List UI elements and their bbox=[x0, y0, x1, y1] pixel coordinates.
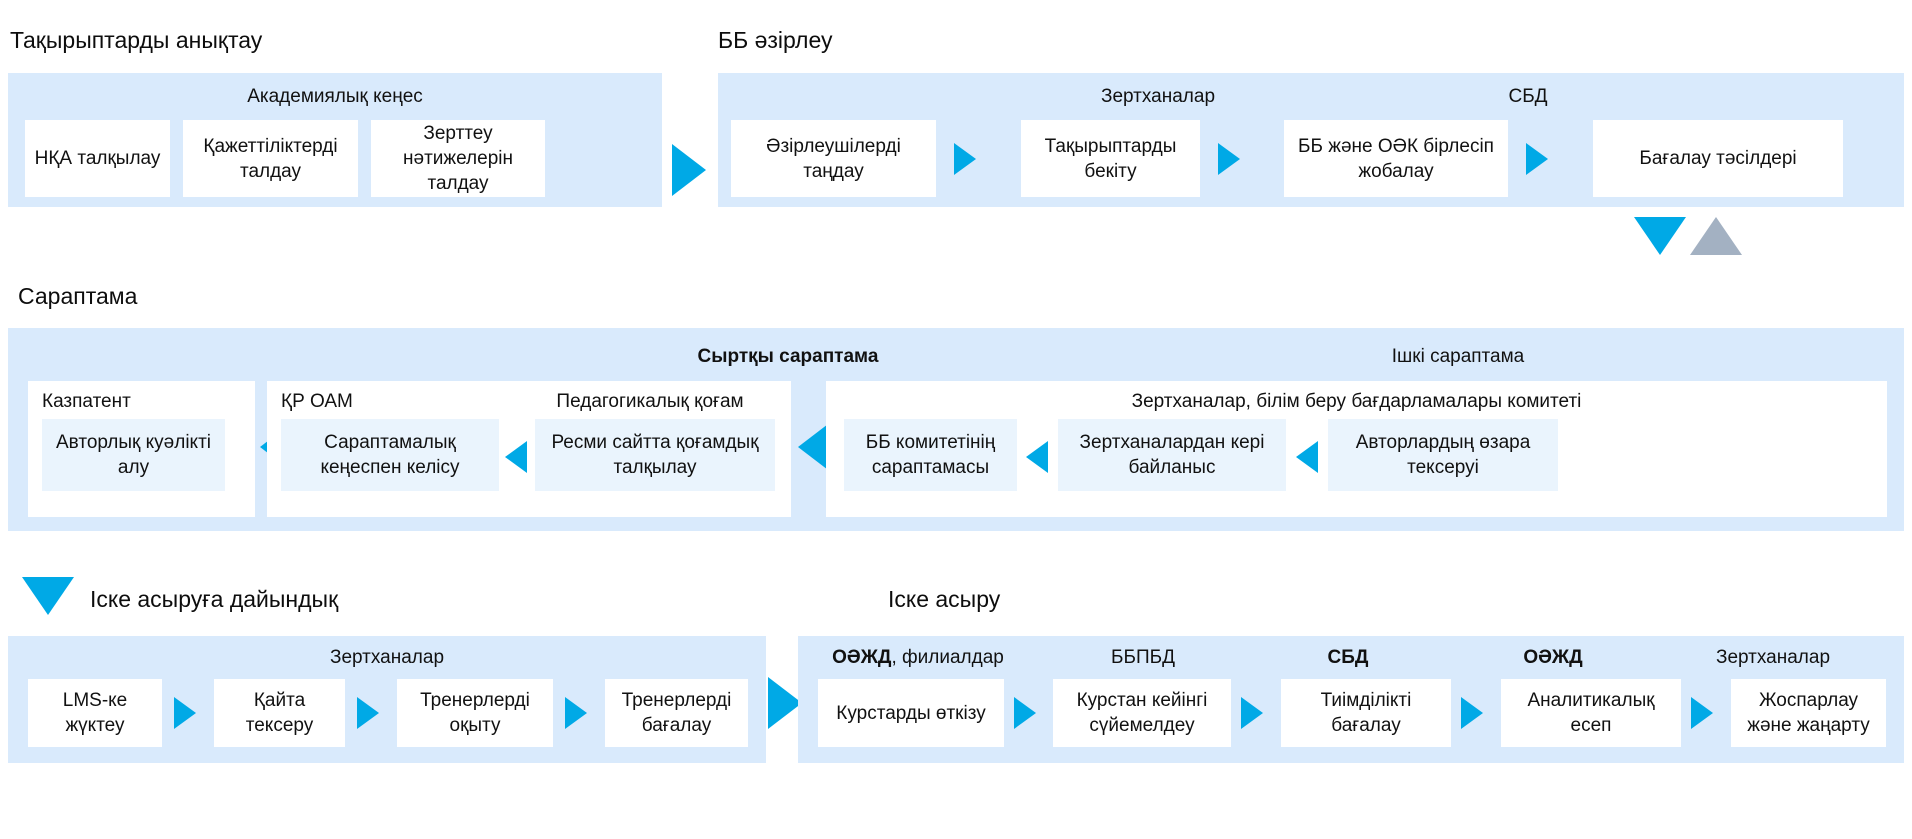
node-implementation-3[interactable]: Аналитикалық есеп bbox=[1501, 679, 1681, 747]
band-implementation: ОӘЖД, филиалдар ББПБД СБД ОӘЖД Зертханал… bbox=[798, 636, 1904, 763]
band-expertise: Сыртқы сараптама Ішкі сараптама Казпатен… bbox=[8, 328, 1904, 531]
role-label-impl-0-rest: , филиалдар bbox=[891, 647, 1004, 668]
arrow-left-icon-internal-0 bbox=[1026, 441, 1048, 473]
node-topics-1[interactable]: Қажеттіліктерді талдау bbox=[183, 120, 358, 197]
arrow-right-icon-implementation-3 bbox=[1691, 697, 1713, 729]
band-develop: Зертханалар СБД Әзірлеушілерді таңдау Та… bbox=[718, 73, 1904, 207]
card-external-expertise-group: ҚР ОАМ Сараптамалық кеңеспен келісу Педа… bbox=[267, 381, 791, 517]
arrow-right-icon-readiness-to-implementation bbox=[768, 677, 802, 729]
role-label-labs-committee: Зертханалар, білім беру бағдарламалары к… bbox=[1131, 391, 1582, 412]
arrow-right-icon-implementation-0 bbox=[1014, 697, 1036, 729]
node-kazpatent-0[interactable]: Авторлық куәлікті алу bbox=[42, 419, 225, 491]
node-develop-2[interactable]: ББ және ОӘК бірлесіп жобалау bbox=[1284, 120, 1508, 197]
section-caption-implementation: Іске асыру bbox=[888, 586, 1001, 612]
section-caption-expertise: Сараптама bbox=[18, 283, 138, 309]
group-label-internal-expertise: Ішкі сараптама bbox=[1391, 346, 1525, 367]
role-label-academic-council: Академиялық кеңес bbox=[247, 86, 423, 107]
arrow-right-icon-readiness-0 bbox=[174, 697, 196, 729]
node-develop-1[interactable]: Тақырыптарды бекіту bbox=[1021, 120, 1200, 197]
group-label-external-expertise: Сыртқы сараптама bbox=[697, 346, 879, 367]
arrow-right-icon-readiness-2 bbox=[565, 697, 587, 729]
node-implementation-0[interactable]: Курстарды өткізу bbox=[818, 679, 1004, 747]
node-develop-3[interactable]: Бағалау тәсілдері bbox=[1593, 120, 1843, 197]
arrow-down-icon-expertise-to-readiness bbox=[22, 577, 74, 615]
section-caption-topics: Тақырыптарды анықтау bbox=[10, 27, 263, 53]
arrow-right-icon-develop-2 bbox=[1526, 143, 1548, 175]
arrow-right-icon-implementation-1 bbox=[1241, 697, 1263, 729]
node-readiness-2[interactable]: Тренерлерді оқыту bbox=[397, 679, 553, 747]
arrow-right-icon-implementation-2 bbox=[1461, 697, 1483, 729]
role-label-impl-0-bold: ОӘЖД bbox=[832, 647, 892, 668]
arrow-right-icon-readiness-1 bbox=[357, 697, 379, 729]
arrow-left-icon-internal-1 bbox=[1296, 441, 1318, 473]
node-readiness-0[interactable]: LMS-ке жүктеу bbox=[28, 679, 162, 747]
arrow-right-icon-develop-0 bbox=[954, 143, 976, 175]
node-topics-2[interactable]: Зерттеу нәтижелерін талдау bbox=[371, 120, 545, 197]
arrow-right-icon-develop-1 bbox=[1218, 143, 1240, 175]
node-topics-0[interactable]: НҚА талқылау bbox=[25, 120, 170, 197]
arrow-down-icon-develop-to-expertise bbox=[1634, 217, 1686, 255]
section-caption-readiness: Іске асыруға дайындық bbox=[90, 586, 339, 612]
node-internal-0[interactable]: ББ комитетінің сараптамасы bbox=[844, 419, 1017, 491]
role-label-impl-2: СБД bbox=[1327, 647, 1369, 668]
node-readiness-1[interactable]: Қайта тексеру bbox=[214, 679, 345, 747]
role-label-sbd-develop: СБД bbox=[1508, 86, 1548, 107]
role-label-pedagogical-society: Педагогикалық қоғам bbox=[556, 391, 744, 412]
card-kazpatent: Казпатент Авторлық куәлікті алу bbox=[28, 381, 255, 517]
role-label-impl-3: ОӘЖД bbox=[1523, 647, 1583, 668]
card-internal-expertise-group: Зертханалар, білім беру бағдарламалары к… bbox=[826, 381, 1887, 517]
node-implementation-1[interactable]: Курстан кейінгі сүйемелдеу bbox=[1053, 679, 1231, 747]
role-label-kazpatent: Казпатент bbox=[42, 391, 131, 412]
role-label-kr-oam: ҚР ОАМ bbox=[281, 391, 353, 412]
node-kr-oam-0[interactable]: Сараптамалық кеңеспен келісу bbox=[281, 419, 499, 491]
node-develop-0[interactable]: Әзірлеушілерді таңдау bbox=[731, 120, 936, 197]
arrow-up-icon-grey-marker bbox=[1690, 217, 1742, 255]
role-label-impl-4: Зертханалар bbox=[1715, 647, 1831, 668]
node-pedagogical-society-0[interactable]: Ресми сайтта қоғамдық талқылау bbox=[535, 419, 775, 491]
band-topics: Академиялық кеңес НҚА талқылау Қажеттілі… bbox=[8, 73, 662, 207]
section-caption-develop: ББ әзірлеу bbox=[718, 27, 833, 53]
band-readiness: Зертханалар LMS-ке жүктеу Қайта тексеру … bbox=[8, 636, 766, 763]
node-implementation-4[interactable]: Жоспарлау және жаңарту bbox=[1731, 679, 1886, 747]
node-internal-2[interactable]: Авторлардың өзара тексеруі bbox=[1328, 419, 1558, 491]
node-readiness-3[interactable]: Тренерлерді бағалау bbox=[605, 679, 748, 747]
role-label-impl-1: ББПБД bbox=[1111, 647, 1175, 668]
node-internal-1[interactable]: Зертханалардан кері байланыс bbox=[1058, 419, 1286, 491]
arrow-left-icon-external-inner bbox=[505, 441, 527, 473]
role-label-impl-0: ОӘЖД, филиалдар bbox=[808, 646, 1028, 669]
node-implementation-2[interactable]: Тиімділікті бағалау bbox=[1281, 679, 1451, 747]
role-label-laboratories-develop: Зертханалар bbox=[1100, 86, 1216, 107]
role-label-laboratories-readiness: Зертханалар bbox=[329, 647, 445, 668]
arrow-right-icon-topics-to-develop bbox=[672, 144, 706, 196]
